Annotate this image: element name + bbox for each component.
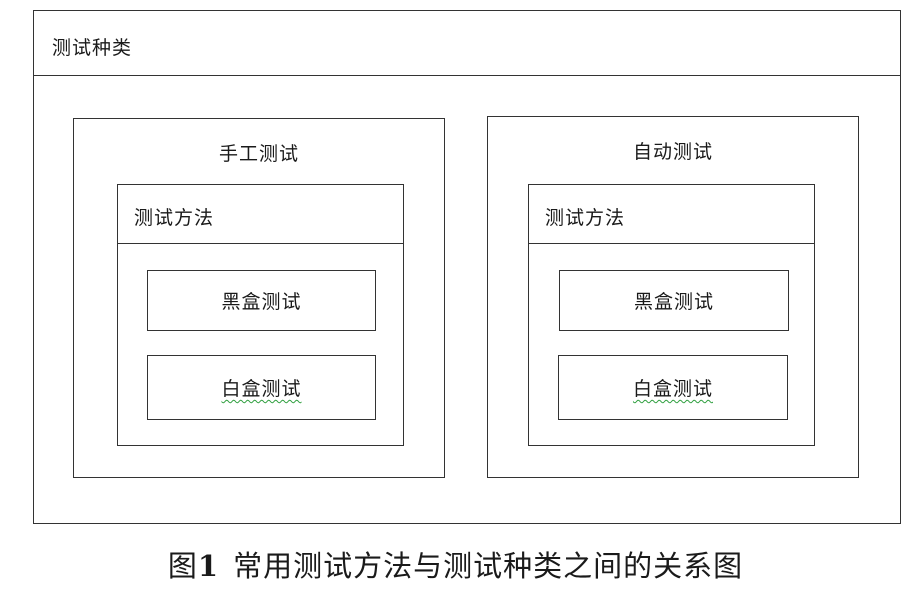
manual-testing-title: 手工测试: [218, 143, 299, 165]
automated-black-box-label: 黑盒测试: [633, 291, 714, 313]
manual-black-box-testing: 黑盒测试: [147, 270, 376, 331]
test-types-header: 测试种类: [34, 11, 900, 76]
figure-caption-prefix: 图: [167, 549, 198, 583]
automated-test-methods-label: 测试方法: [545, 207, 626, 229]
figure-number: 1: [197, 549, 220, 583]
figure-caption: 图1 常用测试方法与测试种类之间的关系图: [0, 543, 911, 585]
manual-white-box-label: 白盒测试: [221, 378, 302, 400]
manual-test-methods-label: 测试方法: [134, 207, 215, 229]
automated-white-box-testing: 白盒测试: [558, 355, 788, 420]
test-types-label: 测试种类: [52, 37, 133, 59]
automated-test-methods-header: 测试方法: [529, 185, 814, 244]
automated-black-box-testing: 黑盒测试: [559, 270, 789, 331]
figure-caption-text: 常用测试方法与测试种类之间的关系图: [233, 549, 744, 583]
manual-black-box-label: 黑盒测试: [221, 291, 302, 313]
manual-white-box-testing: 白盒测试: [147, 355, 376, 420]
manual-test-methods-header: 测试方法: [118, 185, 403, 244]
automated-testing-title: 自动测试: [632, 141, 713, 163]
automated-white-box-label: 白盒测试: [632, 378, 713, 400]
